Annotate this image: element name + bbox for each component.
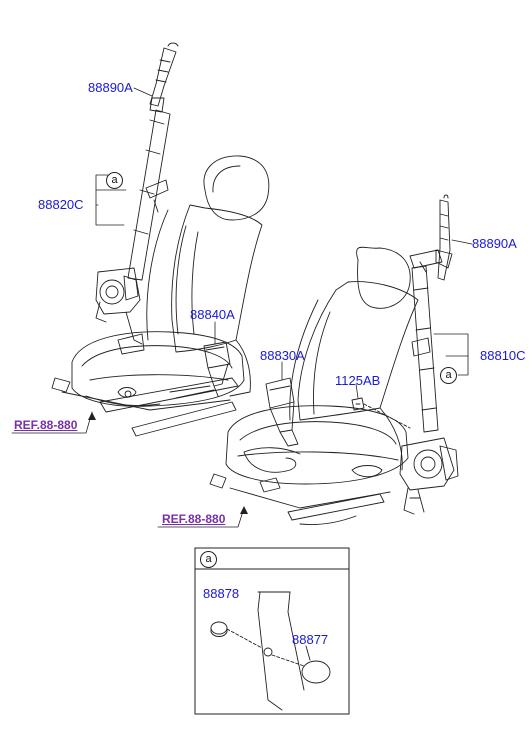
callout-a-left: a bbox=[106, 172, 123, 189]
inset-detail bbox=[194, 547, 350, 715]
label-88810c[interactable]: 88810C bbox=[480, 348, 526, 363]
callout-a-inset: a bbox=[200, 551, 217, 568]
ref-link-left[interactable]: REF.88-880 bbox=[14, 418, 78, 432]
bolt bbox=[351, 397, 411, 429]
ref-arrow-left bbox=[88, 412, 96, 420]
right-seat bbox=[209, 246, 419, 525]
label-88890a-right[interactable]: 88890A bbox=[472, 236, 517, 251]
label-88878[interactable]: 88878 bbox=[203, 586, 240, 601]
label-88877[interactable]: 88877 bbox=[292, 632, 329, 647]
right-buckle bbox=[265, 377, 299, 447]
leader-lines bbox=[11, 87, 473, 528]
callout-a-right: a bbox=[440, 367, 457, 384]
ref-arrow-right bbox=[240, 506, 248, 514]
ref-link-right[interactable]: REF.88-880 bbox=[162, 512, 226, 526]
left-belt-assembly bbox=[95, 42, 179, 355]
label-1125ab[interactable]: 1125AB bbox=[335, 373, 381, 388]
label-88890a-top[interactable]: 88890A bbox=[88, 80, 133, 95]
label-88830a[interactable]: 88830A bbox=[260, 348, 305, 363]
left-seat bbox=[51, 155, 270, 437]
right-belt-assembly bbox=[399, 194, 459, 515]
label-88840a[interactable]: 88840A bbox=[190, 307, 235, 322]
label-88820c[interactable]: 88820C bbox=[38, 197, 84, 212]
left-buckle bbox=[203, 341, 231, 397]
